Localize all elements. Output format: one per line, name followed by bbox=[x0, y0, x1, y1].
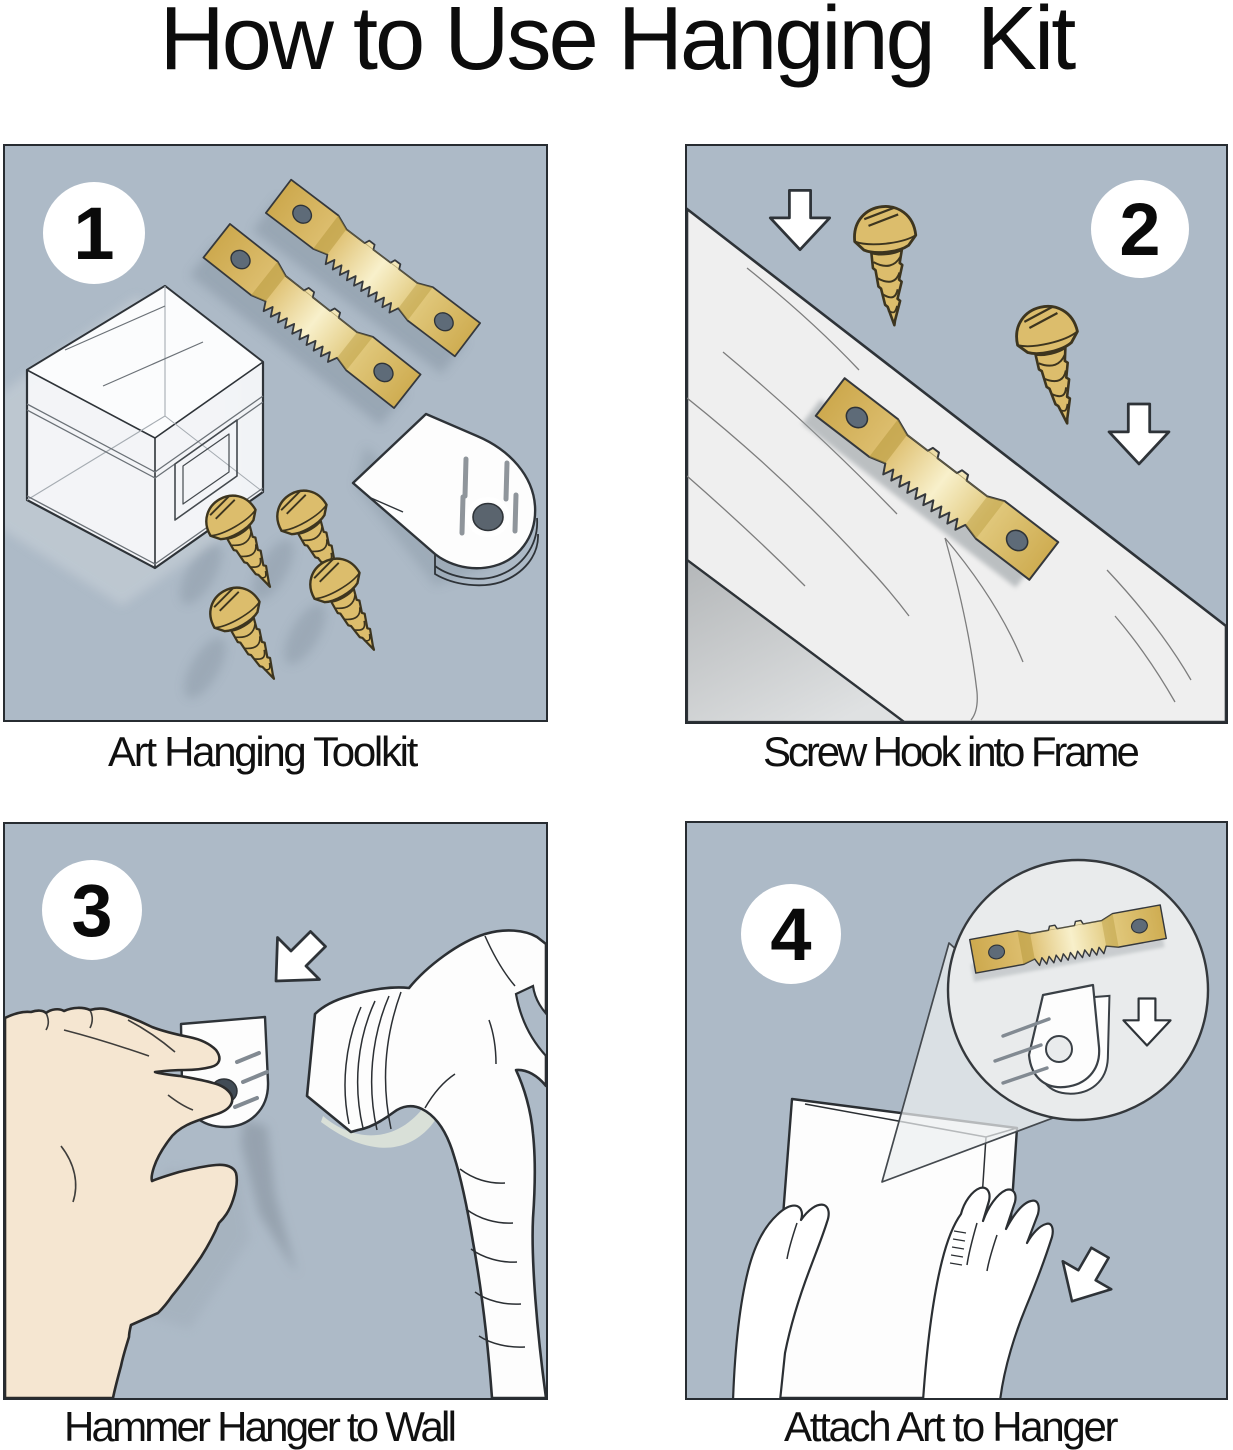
svg-text:4: 4 bbox=[770, 893, 811, 976]
svg-text:2: 2 bbox=[1119, 188, 1160, 271]
svg-text:3: 3 bbox=[71, 869, 112, 952]
svg-text:1: 1 bbox=[73, 192, 114, 275]
